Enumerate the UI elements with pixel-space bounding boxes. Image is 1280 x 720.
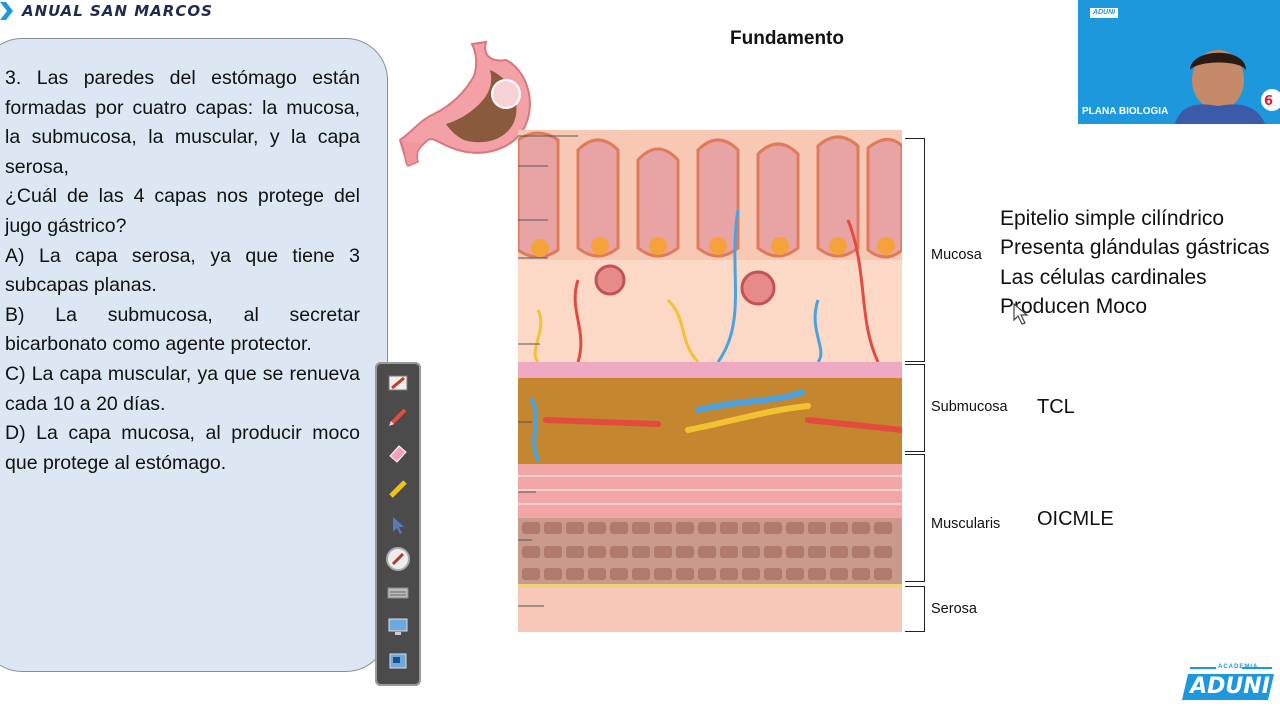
logo-label: ACADEMIA	[1218, 664, 1259, 670]
question-ask: ¿Cuál de las 4 capas nos protege del jug…	[5, 185, 360, 237]
serosa-label: Serosa	[931, 601, 977, 617]
chevron-right-icon	[0, 2, 13, 20]
question-text: 3. Las paredes del estómago están formad…	[5, 64, 360, 478]
pencil-icon	[389, 408, 407, 426]
course-title: ANUAL SAN MARCOS	[22, 2, 213, 20]
logo-brand: ADUNI	[1190, 674, 1270, 699]
aduni-logo	[1182, 667, 1274, 700]
note-line: Presenta glándulas gástricas	[1000, 236, 1270, 260]
option-b: B) La submucosa, al secretar bicarbonato…	[5, 303, 360, 356]
option-d: D) La capa mucosa, al producir moco que …	[5, 422, 360, 474]
eraser-icon	[389, 445, 407, 463]
window-tool-button[interactable]	[384, 648, 412, 674]
note-line: Las células cardinales	[1000, 265, 1207, 289]
submucosa-bracket	[905, 364, 927, 452]
presenter-video: ADUNI 6 PLANA BIOLOGIA	[1078, 0, 1280, 124]
color-picker-tool-button[interactable]	[384, 546, 412, 572]
pen-icon	[388, 375, 408, 391]
muscularis-bracket	[905, 454, 927, 582]
pointer-tool-button[interactable]	[384, 512, 412, 538]
mouse-cursor-icon	[1013, 302, 1029, 325]
option-a: A) La capa serosa, ya que tiene 3 subcap…	[5, 244, 360, 297]
option-c: C) La capa muscular, ya que se renueva c…	[5, 362, 360, 415]
color-wheel-icon	[386, 547, 410, 571]
window-icon	[389, 653, 407, 669]
mucosa-label: Mucosa	[931, 247, 982, 263]
pencil-tool-button[interactable]	[384, 404, 412, 430]
logo-badge-icon: 6	[1261, 89, 1280, 111]
keyboard-tool-button[interactable]	[384, 580, 412, 606]
mucosa-bracket	[905, 138, 927, 362]
highlighter-icon	[389, 480, 407, 498]
serosa-bracket	[905, 586, 927, 632]
arrow-pointer-icon	[393, 517, 404, 534]
question-stem: 3. Las paredes del estómago están formad…	[5, 67, 360, 178]
question-panel	[0, 38, 388, 672]
highlighter-tool-button[interactable]	[384, 476, 412, 502]
brand-header: ANUAL SAN MARCOS	[0, 0, 213, 22]
submucosa-label: Submucosa	[931, 399, 1008, 415]
screen-tool-button[interactable]	[384, 614, 412, 640]
video-tag: ADUNI	[1090, 8, 1118, 18]
submucosa-note: TCL	[1037, 396, 1075, 418]
muscularis-label: Muscularis	[931, 516, 1001, 532]
svg-text:6: 6	[1264, 94, 1273, 109]
keyboard-icon	[387, 587, 409, 599]
note-line: Producen Moco	[1000, 295, 1148, 319]
stomach-illustration	[398, 40, 531, 167]
note-line: Epitelio simple cilíndrico	[1000, 207, 1225, 230]
figure-title: Fundamento	[730, 28, 844, 49]
annotation-toolbar	[375, 362, 421, 686]
pen-tool-button[interactable]	[384, 370, 412, 396]
stomach-wall-layers-figure	[518, 130, 902, 632]
video-caption: PLANA BIOLOGIA	[1082, 106, 1169, 117]
screen-icon	[388, 618, 408, 635]
muscularis-note: OICMLE	[1037, 508, 1114, 530]
eraser-tool-button[interactable]	[384, 440, 412, 466]
mucosa-notes: Epitelio simple cilíndrico Presenta glán…	[1000, 204, 1270, 322]
presenter-avatar	[1174, 50, 1266, 124]
